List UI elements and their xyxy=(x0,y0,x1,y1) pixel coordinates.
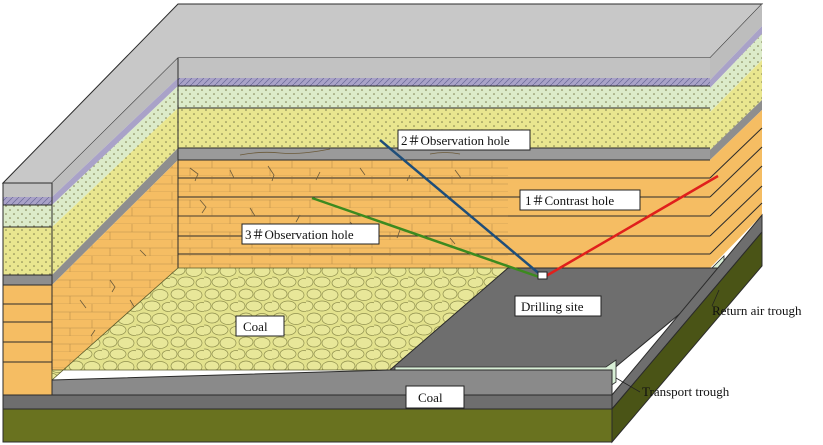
label-observation-hole-2: 2＃Observation hole xyxy=(397,129,531,151)
floor-side xyxy=(611,230,763,444)
svg-text:Return air trough: Return air trough xyxy=(712,303,802,318)
right-side-face xyxy=(709,4,763,289)
label-coal-front: Coal xyxy=(405,385,465,409)
svg-text:Coal: Coal xyxy=(243,319,268,334)
label-contrast-hole-1: 1＃Contrast hole xyxy=(519,189,641,211)
contrast-hole-1-line xyxy=(545,174,719,278)
left-inner-wall xyxy=(51,58,179,395)
svg-text:Transport trough: Transport trough xyxy=(642,384,730,399)
observation-hole-2-line xyxy=(379,139,543,277)
label-return-air-trough: Return air trough xyxy=(711,289,802,318)
floor-front xyxy=(2,408,613,443)
fracture-cracks xyxy=(79,148,462,337)
label-transport-trough: Transport trough xyxy=(615,377,730,399)
left-front-block xyxy=(2,182,53,396)
label-observation-hole-3: 3＃Observation hole xyxy=(241,223,380,245)
drilling-site-marker xyxy=(537,271,548,280)
observation-hole-3-line xyxy=(311,196,543,280)
svg-text:2＃Observation hole: 2＃Observation hole xyxy=(401,133,510,148)
svg-text:Coal: Coal xyxy=(418,390,443,405)
svg-text:Drilling site: Drilling site xyxy=(521,299,584,314)
back-wall-strata xyxy=(178,58,710,268)
label-coal-gob: Coal xyxy=(235,315,285,337)
svg-text:1＃Contrast hole: 1＃Contrast hole xyxy=(525,193,614,208)
label-drilling-site: Drilling site xyxy=(514,295,602,317)
svg-text:3＃Observation hole: 3＃Observation hole xyxy=(245,227,354,242)
